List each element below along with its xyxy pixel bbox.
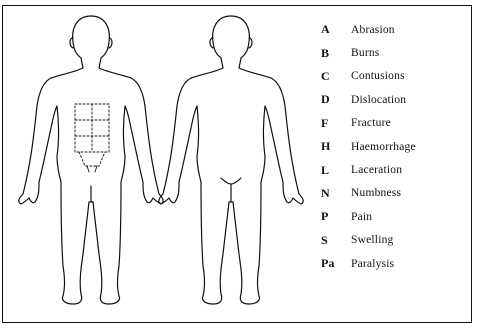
legend-row-paralysis: Pa Paralysis bbox=[321, 252, 469, 275]
legend-label: Contusions bbox=[351, 70, 405, 82]
legend-row-laceration: L Laceration bbox=[321, 158, 469, 181]
front-head bbox=[19, 16, 163, 304]
body-outlines bbox=[3, 6, 333, 324]
legend-label: Paralysis bbox=[351, 258, 394, 270]
back-body-figure[interactable] bbox=[159, 16, 303, 304]
legend-code: D bbox=[321, 92, 351, 107]
back-buttocks-line bbox=[221, 178, 241, 202]
legend-label: Numbness bbox=[351, 187, 401, 199]
legend-label: Laceration bbox=[351, 164, 402, 176]
front-body-figure[interactable] bbox=[19, 16, 163, 304]
injury-legend: A Abrasion B Burns C Contusions D Disloc… bbox=[321, 18, 469, 275]
legend-label: Dislocation bbox=[351, 94, 406, 106]
front-ears bbox=[70, 38, 112, 48]
legend-code: S bbox=[321, 233, 351, 248]
legend-code: C bbox=[321, 69, 351, 84]
legend-row-burns: B Burns bbox=[321, 41, 469, 64]
legend-code: B bbox=[321, 46, 351, 61]
legend-code: L bbox=[321, 163, 351, 178]
legend-code: F bbox=[321, 116, 351, 131]
legend-code: A bbox=[321, 22, 351, 37]
front-groin-marking bbox=[79, 152, 105, 166]
legend-row-fracture: F Fracture bbox=[321, 112, 469, 135]
legend-row-numbness: N Numbness bbox=[321, 182, 469, 205]
legend-row-haemorrhage: H Haemorrhage bbox=[321, 135, 469, 158]
legend-code: H bbox=[321, 139, 351, 154]
legend-code: N bbox=[321, 186, 351, 201]
legend-label: Haemorrhage bbox=[351, 141, 416, 153]
legend-code: P bbox=[321, 209, 351, 224]
back-body bbox=[159, 16, 303, 304]
legend-row-pain: P Pain bbox=[321, 205, 469, 228]
legend-label: Swelling bbox=[351, 234, 394, 246]
legend-row-abrasion: A Abrasion bbox=[321, 18, 469, 41]
legend-label: Abrasion bbox=[351, 24, 395, 36]
legend-row-contusions: C Contusions bbox=[321, 65, 469, 88]
legend-row-dislocation: D Dislocation bbox=[321, 88, 469, 111]
back-ears bbox=[210, 38, 252, 48]
legend-code: Pa bbox=[321, 256, 351, 271]
legend-label: Fracture bbox=[351, 117, 391, 129]
legend-row-swelling: S Swelling bbox=[321, 229, 469, 252]
legend-label: Pain bbox=[351, 211, 372, 223]
legend-label: Burns bbox=[351, 47, 379, 59]
body-chart-frame: A Abrasion B Burns C Contusions D Disloc… bbox=[2, 5, 472, 323]
